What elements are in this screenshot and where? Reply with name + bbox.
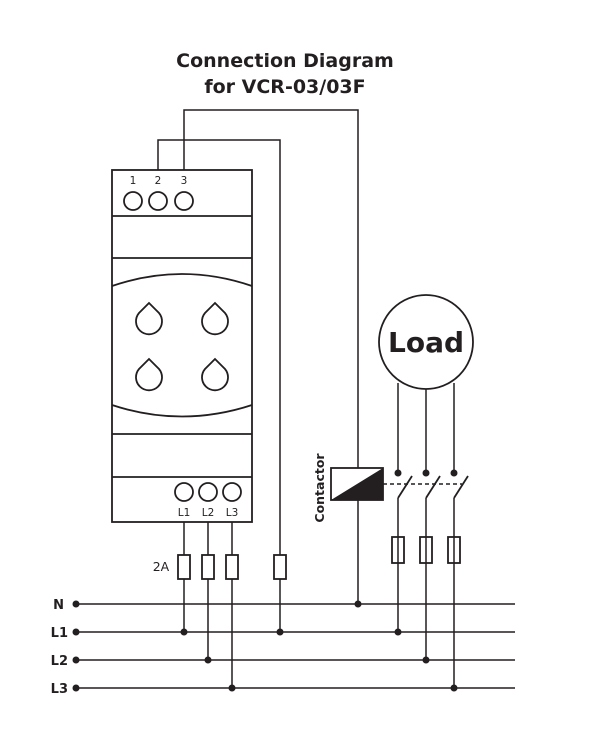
fuses (177, 536, 461, 580)
adjust-knob-icon (135, 301, 163, 336)
terminal-number-3: 3 (181, 175, 188, 187)
bus-label-l2: L2 (51, 654, 68, 669)
adjust-knob-icon (201, 357, 229, 392)
fuse (225, 554, 239, 580)
contact-terminal (422, 469, 430, 477)
junction-dots (180, 600, 458, 692)
terminal-screw-l2 (198, 482, 218, 502)
adjust-knob-icon (201, 301, 229, 336)
relay-module: 1 2 3 L1 L2 L3 (111, 169, 253, 523)
bus-label-n: N (53, 598, 64, 613)
fuse (177, 554, 191, 580)
fuse (273, 554, 287, 580)
contact-terminal (450, 469, 458, 477)
load-wiring (397, 383, 455, 688)
load-label: Load (388, 326, 464, 359)
contactor-coil-fill (331, 468, 383, 500)
contactor: Contactor (312, 453, 469, 523)
adjust-knob-icon (135, 357, 163, 392)
diagram-title-line1: Connection Diagram (176, 50, 394, 72)
terminal-screw-3 (174, 191, 194, 211)
terminal-label-l2: L2 (202, 507, 215, 519)
terminal-number-1: 1 (130, 175, 137, 187)
terminal-screw-l1 (174, 482, 194, 502)
supply-wiring (183, 522, 281, 688)
terminal-screw-2 (148, 191, 168, 211)
bus-label-l3: L3 (51, 682, 68, 697)
control-wiring (157, 109, 359, 606)
load: Load (378, 294, 474, 390)
contactor-label: Contactor (312, 453, 327, 523)
bus-bars: N L1 L2 L3 (51, 598, 515, 697)
terminal-screw-1 (123, 191, 143, 211)
contact-terminal (394, 469, 402, 477)
terminal-label-l3: L3 (226, 507, 239, 519)
fuse (201, 554, 215, 580)
terminal-label-l1: L1 (178, 507, 191, 519)
diagram-title-line2: for VCR-03/03F (204, 76, 365, 98)
fuse-rating-label: 2A (153, 559, 170, 574)
bus-label-l1: L1 (51, 626, 68, 641)
terminal-screw-l3 (222, 482, 242, 502)
terminal-number-2: 2 (155, 175, 162, 187)
